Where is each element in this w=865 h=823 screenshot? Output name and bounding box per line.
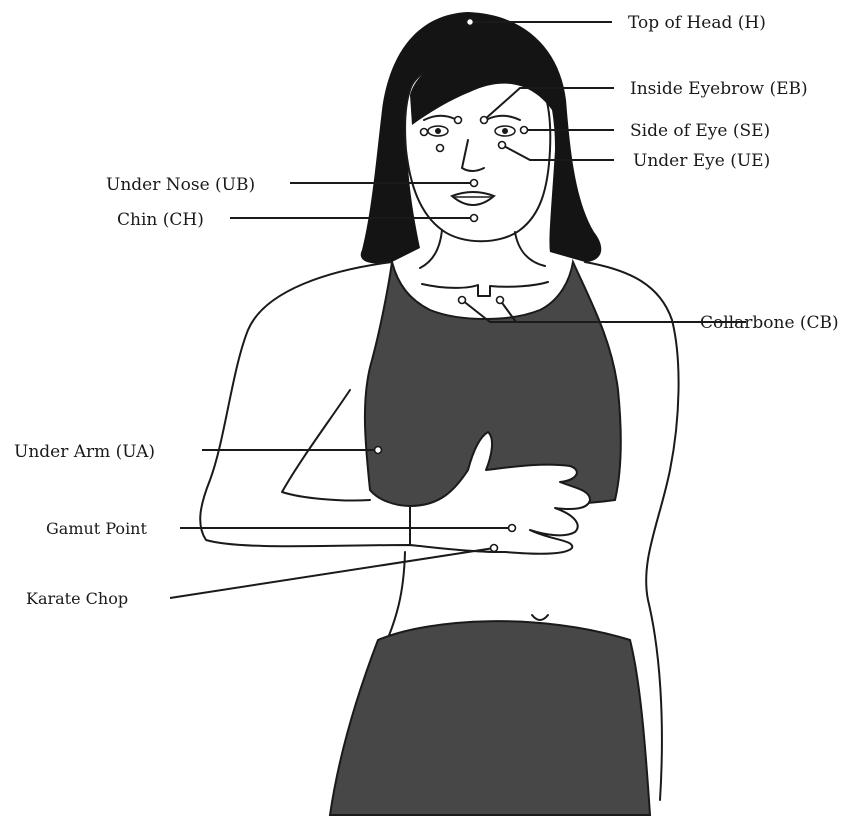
label-karate-chop: Karate Chop: [26, 589, 128, 608]
point-collarbone-right: [497, 297, 504, 304]
point-eyebrow-right: [481, 117, 488, 124]
point-top-of-head: [467, 19, 474, 26]
point-under-eye-left: [437, 145, 444, 152]
point-under-arm: [375, 447, 382, 454]
pants: [330, 621, 650, 815]
point-side-eye-right: [521, 127, 528, 134]
point-side-eye-left: [421, 129, 428, 136]
point-under-eye-right: [499, 142, 506, 149]
point-eyebrow-left: [455, 117, 462, 124]
label-under-nose: Under Nose (UB): [106, 175, 255, 195]
label-under-eye: Under Eye (UE): [633, 151, 770, 171]
point-chin: [471, 215, 478, 222]
label-side-of-eye: Side of Eye (SE): [630, 121, 770, 141]
point-under-nose: [471, 180, 478, 187]
label-top-of-head: Top of Head (H): [628, 13, 766, 33]
point-collarbone-left: [459, 297, 466, 304]
label-gamut-point: Gamut Point: [46, 519, 147, 538]
label-collarbone: Collarbone (CB): [700, 313, 839, 333]
label-inside-eyebrow: Inside Eyebrow (EB): [630, 79, 808, 99]
point-gamut: [509, 525, 516, 532]
label-chin: Chin (CH): [117, 210, 204, 230]
point-karate-chop: [491, 545, 498, 552]
label-under-arm: Under Arm (UA): [14, 442, 155, 462]
figure-illustration: [200, 12, 678, 815]
